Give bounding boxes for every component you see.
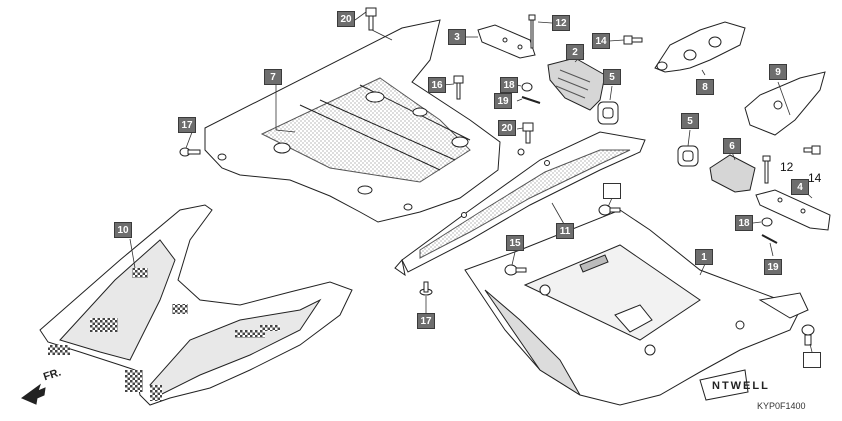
- callout-17-left: 17: [178, 117, 196, 133]
- pin-part-19-right: [761, 234, 778, 244]
- callout-4: 4: [791, 179, 809, 195]
- screw-part-17-left: [179, 147, 201, 157]
- pin-part-19: [521, 96, 541, 104]
- rubber-part-6: [709, 154, 756, 193]
- callout-11: 11: [556, 223, 574, 239]
- bolt-empty-callout-right: [801, 324, 815, 346]
- bolt-part-16: [453, 75, 464, 100]
- front-cover-part-10: [39, 204, 353, 406]
- callout-empty-top: [603, 183, 621, 199]
- bolt-part-14-right: [803, 145, 821, 155]
- bolt-part-15: [504, 264, 527, 276]
- callout-2: 2: [566, 44, 584, 60]
- callout-19-right: 19: [764, 259, 782, 275]
- callout-12-top: 12: [552, 15, 570, 31]
- callout-7: 7: [264, 69, 282, 85]
- callout-20-top: 20: [337, 11, 355, 27]
- luggage-box-part-1: [464, 209, 809, 406]
- side-rail-part-11: [394, 131, 646, 277]
- floor-panel-part-7: [204, 19, 501, 223]
- bolt-part-20-lower: [522, 122, 534, 144]
- front-direction-arrow: [20, 383, 46, 405]
- bracket-part-9: [744, 71, 826, 136]
- label-14-right: 14: [808, 171, 822, 185]
- watermark-brand: NTWELL: [712, 380, 770, 392]
- callout-9: 9: [769, 64, 787, 80]
- pin-part-12-right: [762, 155, 771, 184]
- callout-5-top: 5: [603, 69, 621, 85]
- callout-16: 16: [428, 77, 446, 93]
- callout-5-right: 5: [681, 113, 699, 129]
- callout-17-lower: 17: [417, 313, 435, 329]
- callout-10: 10: [114, 222, 132, 238]
- callout-15: 15: [506, 235, 524, 251]
- callout-14-top: 14: [592, 33, 610, 49]
- callout-6: 6: [723, 138, 741, 154]
- callout-20-lower: 20: [498, 120, 516, 136]
- rubber-part-2: [547, 57, 606, 111]
- bolt-part-20: [365, 7, 377, 31]
- bolt-empty-callout-top: [598, 204, 621, 216]
- callout-18-right: 18: [735, 215, 753, 231]
- diagram-code: KYP0F1400: [757, 401, 806, 411]
- bracket-part-4: [755, 189, 831, 231]
- callout-18-top: 18: [500, 77, 518, 93]
- bolt-part-14-top: [623, 35, 643, 45]
- washer-part-18-right: [761, 217, 773, 227]
- screw-part-17-lower: [419, 281, 433, 296]
- step-part-8: [654, 21, 746, 73]
- callout-3: 3: [448, 29, 466, 45]
- callout-empty-right: [803, 352, 821, 368]
- callout-19-top: 19: [494, 93, 512, 109]
- pin-part-12-top: [528, 14, 536, 49]
- callout-8: 8: [696, 79, 714, 95]
- washer-part-18: [521, 82, 533, 92]
- callout-1: 1: [695, 249, 713, 265]
- label-12-right: 12: [780, 160, 794, 174]
